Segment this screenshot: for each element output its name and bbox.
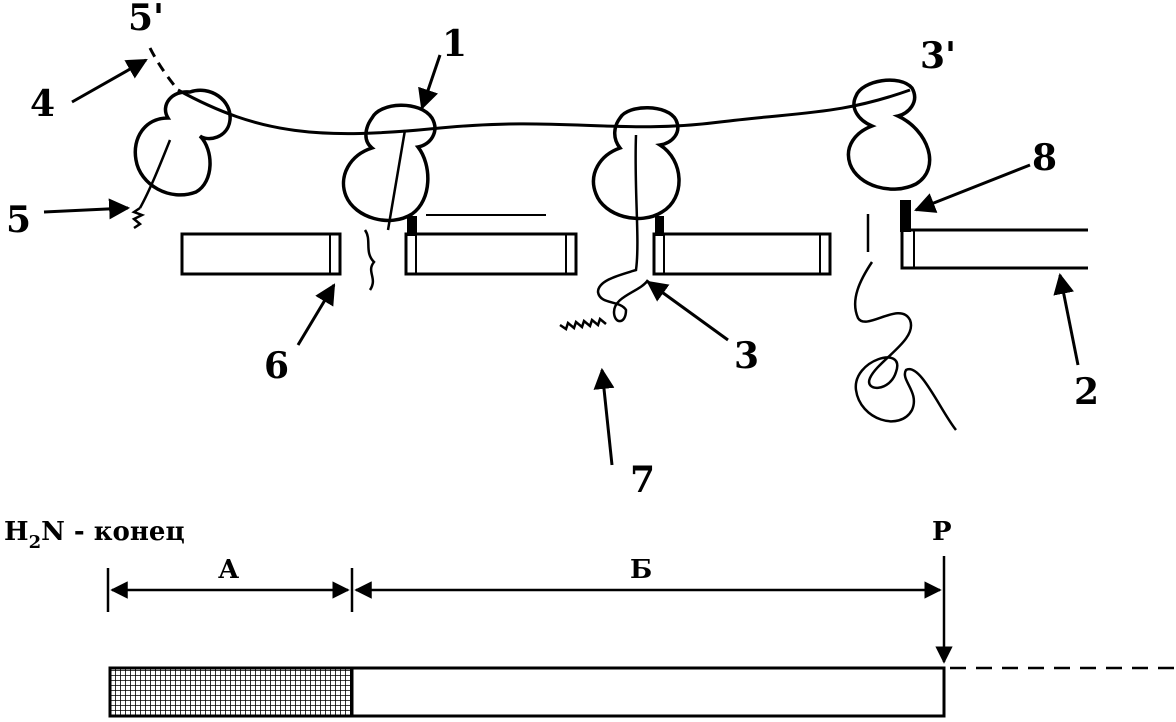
label-8: 8 <box>1032 137 1057 179</box>
segment-b-label: Б <box>630 555 652 585</box>
srp-receptor-mark <box>655 216 664 236</box>
ribosome-3 <box>591 106 681 323</box>
label-5: 5 <box>6 199 31 241</box>
dimension-lines <box>106 556 953 664</box>
mrna-dashed-end <box>148 47 180 91</box>
ribosome-1 <box>131 88 232 230</box>
signal-sequence-region <box>108 666 354 718</box>
label-6: 6 <box>264 345 289 387</box>
signal-peptide-fragment <box>559 316 607 331</box>
ribosome-4 <box>846 78 957 431</box>
label-5-prime: 5' <box>128 0 164 39</box>
label-2: 2 <box>1074 371 1099 413</box>
label-1: 1 <box>442 23 467 65</box>
mature-protein-region <box>350 666 946 718</box>
srp-receptor-mark <box>407 216 417 236</box>
ribosome-2 <box>341 103 437 291</box>
h2n-end-label: H2N - конец <box>4 517 185 553</box>
label-4: 4 <box>30 83 55 125</box>
p-mark-label: Р <box>932 517 952 547</box>
membrane <box>180 214 1088 276</box>
label-3: 3 <box>734 335 759 377</box>
leader-arrows <box>43 54 1080 466</box>
mrna-strand <box>177 88 911 136</box>
srp-receptor-mark <box>900 200 911 232</box>
label-3-prime: 3' <box>920 35 956 77</box>
segment-a-label: А <box>218 555 239 585</box>
label-7: 7 <box>630 459 655 501</box>
